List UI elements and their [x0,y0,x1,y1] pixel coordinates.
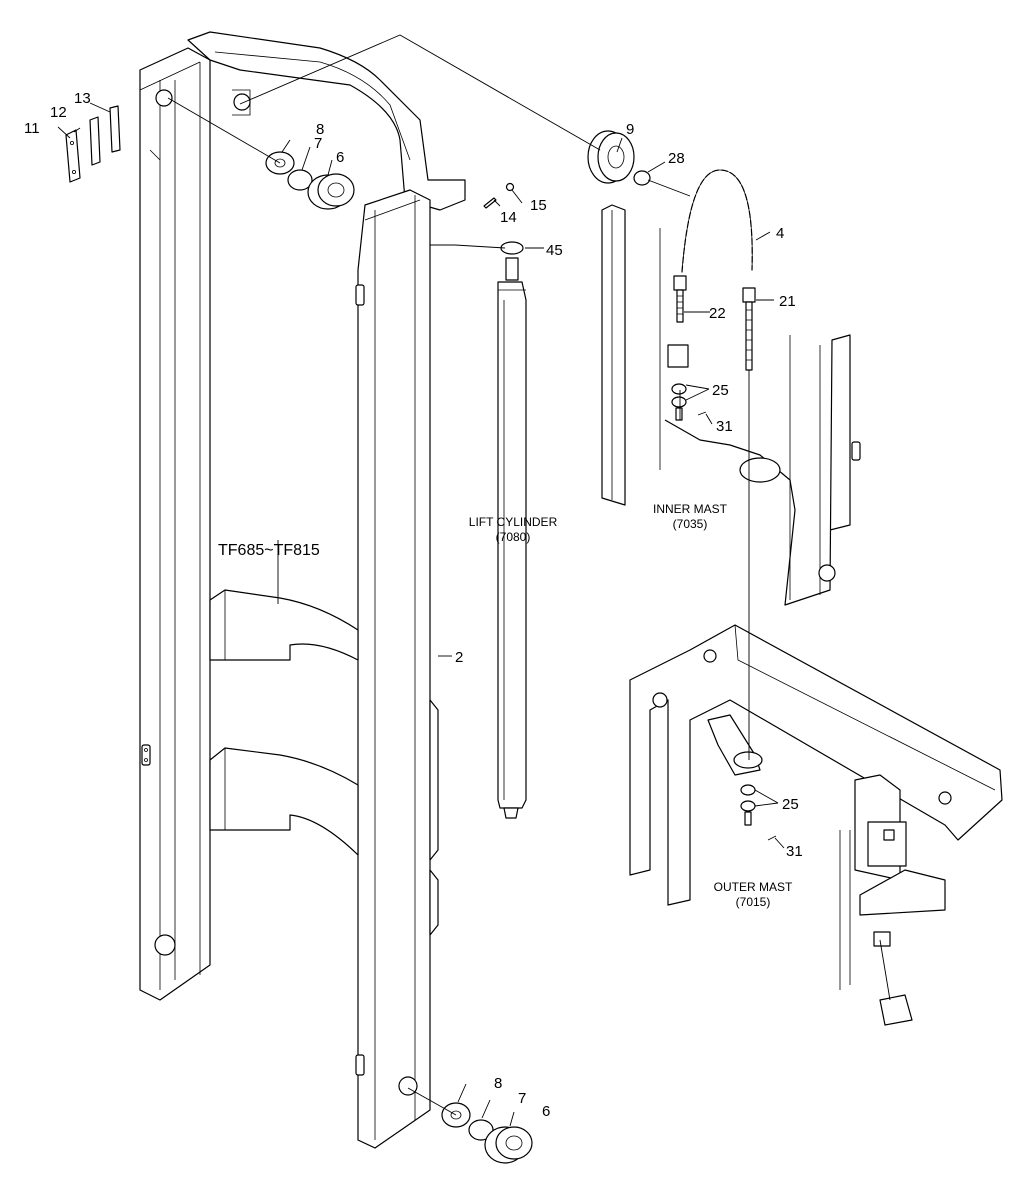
outer-mast-label: OUTER MAST [714,880,793,894]
lift-cylinder-code: (7080) [496,530,531,544]
chain-sheave-9 [587,130,635,184]
callout-labels: 2 4 6 6 7 7 8 8 9 11 12 13 14 15 21 22 2… [24,90,803,1120]
bearing-6-top [307,173,355,210]
callout-11: 11 [24,120,40,137]
pin-14 [483,197,497,209]
callout-8-top: 8 [316,121,324,138]
section-labels: TF685~TF815 LIFT CYLINDER (7080) INNER M… [218,502,793,909]
callout-45: 45 [546,242,563,259]
inner-mast-code: (7035) [673,517,708,531]
callout-6-top: 6 [336,149,344,166]
callout-25-outer: 25 [782,796,799,813]
callout-7-bottom: 7 [518,1090,526,1107]
mast-rail-left [139,47,211,1001]
bearing-6-bottom [484,1126,533,1164]
lift-cylinder-label: LIFT CYLINDER [469,515,558,529]
inner-mast-label: INNER MAST [653,502,728,516]
lift-chain-4 [681,169,753,273]
outer-mast [629,624,1003,1026]
callout-6-bottom: 6 [542,1103,550,1120]
chain-anchor-22 [673,275,687,323]
callout-22: 22 [709,305,726,322]
outer-mast-code: (7015) [736,895,771,909]
callout-8-bottom: 8 [494,1075,502,1092]
lift-cylinder [497,257,527,819]
callout-7-top: 7 [314,135,322,152]
callout-2: 2 [455,649,463,666]
callout-14: 14 [500,209,517,226]
model-range-label: TF685~TF815 [218,542,320,559]
callout-31-inner: 31 [716,418,733,435]
callout-4: 4 [776,225,784,242]
chain-anchor-21 [742,287,756,371]
callout-28: 28 [668,150,685,167]
washer-7-top [287,169,313,191]
cross-brace-lower [209,747,359,856]
pin-15 [505,182,515,192]
inner-mast [601,204,861,606]
callout-12: 12 [50,104,67,121]
callout-13: 13 [74,90,91,107]
mast-rail-front [355,189,439,1149]
leader-lines [57,34,891,1127]
bracket-set-11-12-13 [65,105,121,183]
callout-21: 21 [779,293,796,310]
cross-brace-upper [209,589,359,661]
crosshead-beam [155,31,466,211]
callout-9: 9 [626,121,634,138]
callout-25-inner: 25 [712,382,729,399]
snap-ring-28 [633,170,651,186]
callout-31-outer: 31 [786,843,803,860]
callout-15: 15 [530,197,547,214]
